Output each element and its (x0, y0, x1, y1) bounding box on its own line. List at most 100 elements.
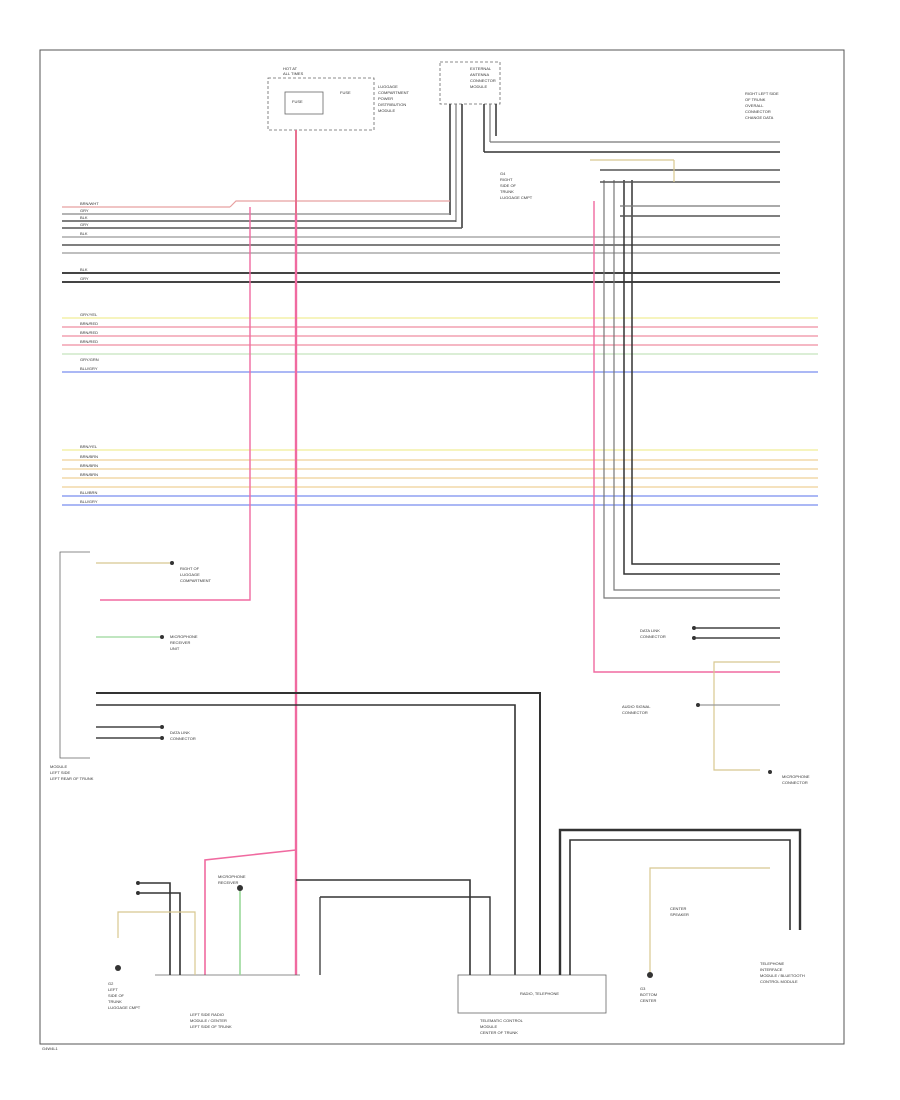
ground-upper-4: TRUNK (500, 189, 514, 194)
wire-label-5: BLK (80, 231, 88, 236)
right-vertical-wires (590, 159, 780, 599)
mid-label-5: GRY/GRN (80, 357, 99, 362)
right-ref2-2: CONNECTOR (640, 634, 666, 639)
antenna-label-1: EXTERNAL (470, 66, 492, 71)
speaker-ref-1: CENTER (670, 906, 687, 911)
ground-bl-5: LUGGAGE CMPT (108, 1005, 141, 1010)
low-label-5: BLU/BRN (80, 490, 97, 495)
fuse-desc-3: POWER (378, 96, 393, 101)
middle-wire-bundle: GRY/YEL BRN/RED BRN/RED BRN/RED GRY/GRN … (62, 312, 818, 373)
ground-upper-5: LUGGAGE CMPT (500, 195, 533, 200)
low-label-4: BRN/BRN (80, 472, 98, 477)
fuse-desc-2: COMPARTMENT (378, 90, 410, 95)
left-ref-2: CONNECTOR (170, 736, 196, 741)
bottom-mic-1: MICROPHONE (218, 874, 246, 879)
left-ground-2: LUGGAGE (180, 572, 200, 577)
fuse-desc-1: LUGGAGE (378, 84, 398, 89)
module-center-1: TELEMATIC CONTROL (480, 1018, 524, 1023)
ground-bl-1: G2 (108, 981, 114, 986)
mid-label-1: GRY/YEL (80, 312, 98, 317)
bottom-center-module: RADIO, TELEPHONE TELEMATIC CONTROL MODUL… (296, 879, 607, 1035)
antenna-module: EXTERNAL ANTENNA CONNECTOR MODULE (439, 61, 501, 105)
right-ref-5: CHANGE DATA (745, 115, 774, 120)
right-ref-3: OVERALL (745, 103, 764, 108)
left-relay-1: MODULE (50, 764, 67, 769)
fuse-label-2: FUSE (340, 90, 351, 95)
antenna-label-2: ANTENNA (470, 72, 489, 77)
wire-label-2: GRY (80, 208, 89, 213)
low-label-6: BLU/GRY (80, 499, 98, 504)
left-relay-3: LEFT REAR OF TRUNK (50, 776, 94, 781)
left-relay-2: LEFT SIDE (50, 770, 70, 775)
ground-br-1: G3 (640, 986, 646, 991)
module-right-1: TELEPHONE (760, 961, 785, 966)
ground-note: G4 RIGHT SIDE OF TRUNK LUGGAGE CMPT (500, 171, 533, 200)
diagram-frame (39, 49, 845, 1045)
bottom-left-module: MICROPHONE RECEIVER G2 LEFT SIDE OF TRUN… (108, 874, 300, 1029)
wire-label-1: BRN/WHT (80, 201, 99, 206)
mid-label-2: BRN/RED (80, 321, 98, 326)
left-mic-2: RECEIVER (170, 640, 191, 645)
low-label-2: BRN/BRN (80, 454, 98, 459)
bottom-mic-2: RECEIVER (218, 880, 239, 885)
antenna-wires (449, 104, 780, 228)
fuse-label: FUSE (292, 99, 303, 104)
speaker-ref-2: SPEAKER (670, 912, 689, 917)
pink-power-wire (100, 130, 780, 975)
module-left-3: LEFT SIDE OF TRUNK (190, 1024, 232, 1029)
module-center-2: MODULE (480, 1024, 497, 1029)
fuse-panel: HOT AT ALL TIMES FUSE FUSE LUGGAGE COMPA… (267, 66, 410, 131)
module-left-1: LEFT SIDE RADIO (190, 1012, 224, 1017)
module-right-3: MODULE / BLUETOOTH (760, 973, 805, 978)
right-ref-2: OF TRUNK (745, 97, 766, 102)
bottom-right-module: G3 BOTTOM CENTER CENTER SPEAKER TELEPHON… (558, 828, 805, 1003)
footer-id: G4W4L1 (42, 1046, 59, 1051)
right-reference-block: RIGHT LEFT SIDE OF TRUNK OVERALL CONNECT… (745, 91, 779, 120)
module-center-0: RADIO, TELEPHONE (520, 991, 559, 996)
ground-upper-2: RIGHT (500, 177, 513, 182)
fuse-panel-title: HOT AT (283, 66, 298, 71)
mid-label-3: BRN/RED (80, 330, 98, 335)
low-label-1: BRN/YEL (80, 444, 98, 449)
wire-label-7: GRY (80, 276, 89, 281)
module-left-2: MODULE / CENTER (190, 1018, 227, 1023)
wire-label-4: GRY (80, 222, 89, 227)
mic-right-1: MICROPHONE (782, 774, 810, 779)
lower-wire-bundle: BRN/YEL BRN/BRN BRN/BRN BRN/BRN BLU/BRN … (62, 444, 818, 506)
module-right-2: INTERFACE (760, 967, 783, 972)
ground-br-2: BOTTOM (640, 992, 657, 997)
ground-upper-1: G4 (500, 171, 506, 176)
module-right-4: CONTROL MODULE (760, 979, 798, 984)
left-ref-1: DATA LINK (170, 730, 190, 735)
ground-br-3: CENTER (640, 998, 657, 1003)
wire-label-6: BLK (80, 267, 88, 272)
left-mic-1: MICROPHONE (170, 634, 198, 639)
antenna-label-3: CONNECTOR (470, 78, 496, 83)
fuse-desc-4: DISTRIBUTION (378, 102, 406, 107)
left-module: RIGHT OF LUGGAGE COMPARTMENT MICROPHONE … (50, 551, 541, 975)
mid-label-6: BLU/GRY (80, 366, 98, 371)
ground-upper-3: SIDE OF (500, 183, 517, 188)
ground-bl-4: TRUNK (108, 999, 122, 1004)
mid-label-4: BRN/RED (80, 339, 98, 344)
module-center-3: CENTER OF TRUNK (480, 1030, 518, 1035)
left-ground-3: COMPARTMENT (180, 578, 212, 583)
ground-bl-3: SIDE OF (108, 993, 125, 998)
top-wire-bundle: BRN/WHT GRY BLK GRY BLK BLK GRY (62, 200, 780, 283)
audio-right-1: AUDIO SIGNAL (622, 704, 651, 709)
left-mic-3: UNIT (170, 646, 180, 651)
mic-right-2: CONNECTOR (782, 780, 808, 785)
left-ground-1: RIGHT OF (180, 566, 200, 571)
antenna-label-4: MODULE (470, 84, 487, 89)
fuse-panel-title-2: ALL TIMES (283, 71, 304, 76)
ground-bl-2: LEFT (108, 987, 118, 992)
wire-label-3: BLK (80, 215, 88, 220)
right-ref-1: RIGHT LEFT SIDE (745, 91, 779, 96)
right-ref-4: CONNECTOR (745, 109, 771, 114)
right-ref2-1: DATA LINK (640, 628, 660, 633)
low-label-3: BRN/BRN (80, 463, 98, 468)
audio-right-2: CONNECTOR (622, 710, 648, 715)
right-connectors: DATA LINK CONNECTOR AUDIO SIGNAL CONNECT… (622, 626, 810, 785)
fuse-desc-5: MODULE (378, 108, 395, 113)
